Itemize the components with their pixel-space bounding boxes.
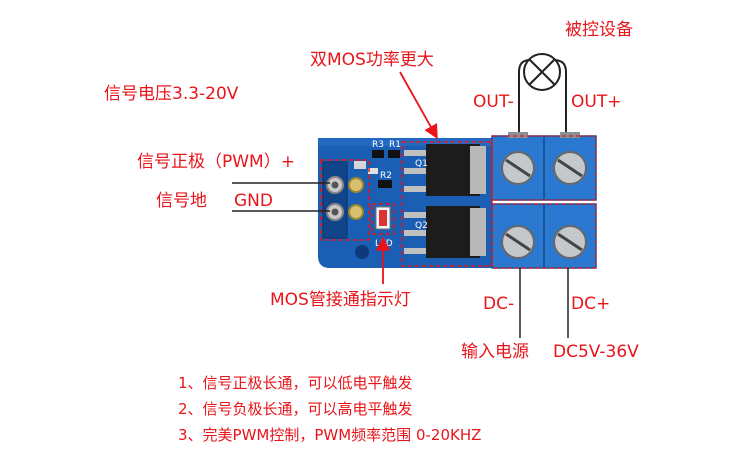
power-range-label: DC5V-36V (553, 342, 639, 362)
silk-r1: R1 (389, 140, 401, 150)
led-highlight (371, 203, 395, 235)
gnd-label: GND (234, 191, 273, 211)
dual-mos-highlight (401, 141, 493, 267)
dc-plus-label: DC+ (571, 294, 611, 314)
arrow-dual-mos (399, 71, 438, 140)
note-1: 1、信号正极长通，可以低电平触发 (178, 374, 413, 392)
led-indicator (375, 206, 391, 230)
silk-r2: R2 (380, 171, 392, 181)
lamp-icon (523, 53, 561, 91)
note-3: 3、完美PWM控制，PWM频率范围 0-20KHZ (178, 426, 482, 444)
out-plus-label: OUT+ (571, 92, 622, 112)
mos-led-label: MOS管接通指示灯 (270, 290, 411, 310)
signal-pos-label: 信号正极（PWM）+ (137, 152, 295, 172)
silk-q1: Q1 (415, 159, 428, 169)
signal-gnd-label: 信号地 (156, 191, 207, 211)
resistors (368, 150, 400, 188)
mosfet-q2 (404, 206, 486, 258)
power-in-label: 输入电源 (461, 342, 529, 362)
dc-minus-label: DC- (483, 294, 515, 314)
out-terminal-highlight (491, 135, 597, 201)
signal-voltage-label: 信号电压3.3-20V (104, 84, 239, 104)
silk-r3: R3 (372, 140, 384, 150)
screw-terminal-in (491, 203, 597, 269)
signal-pins (322, 161, 366, 239)
out-minus-label: OUT- (473, 92, 514, 112)
in-terminal-highlight (491, 203, 597, 269)
silk-q2: Q2 (415, 221, 428, 231)
signal-pin-highlight (320, 159, 370, 241)
note-2: 2、信号负极长通，可以高电平触发 (178, 400, 413, 418)
dual-mos-label: 双MOS功率更大 (310, 50, 434, 70)
screw-terminal-out (491, 132, 597, 201)
device-label: 被控设备 (565, 20, 633, 40)
mosfet-q1 (404, 144, 486, 196)
